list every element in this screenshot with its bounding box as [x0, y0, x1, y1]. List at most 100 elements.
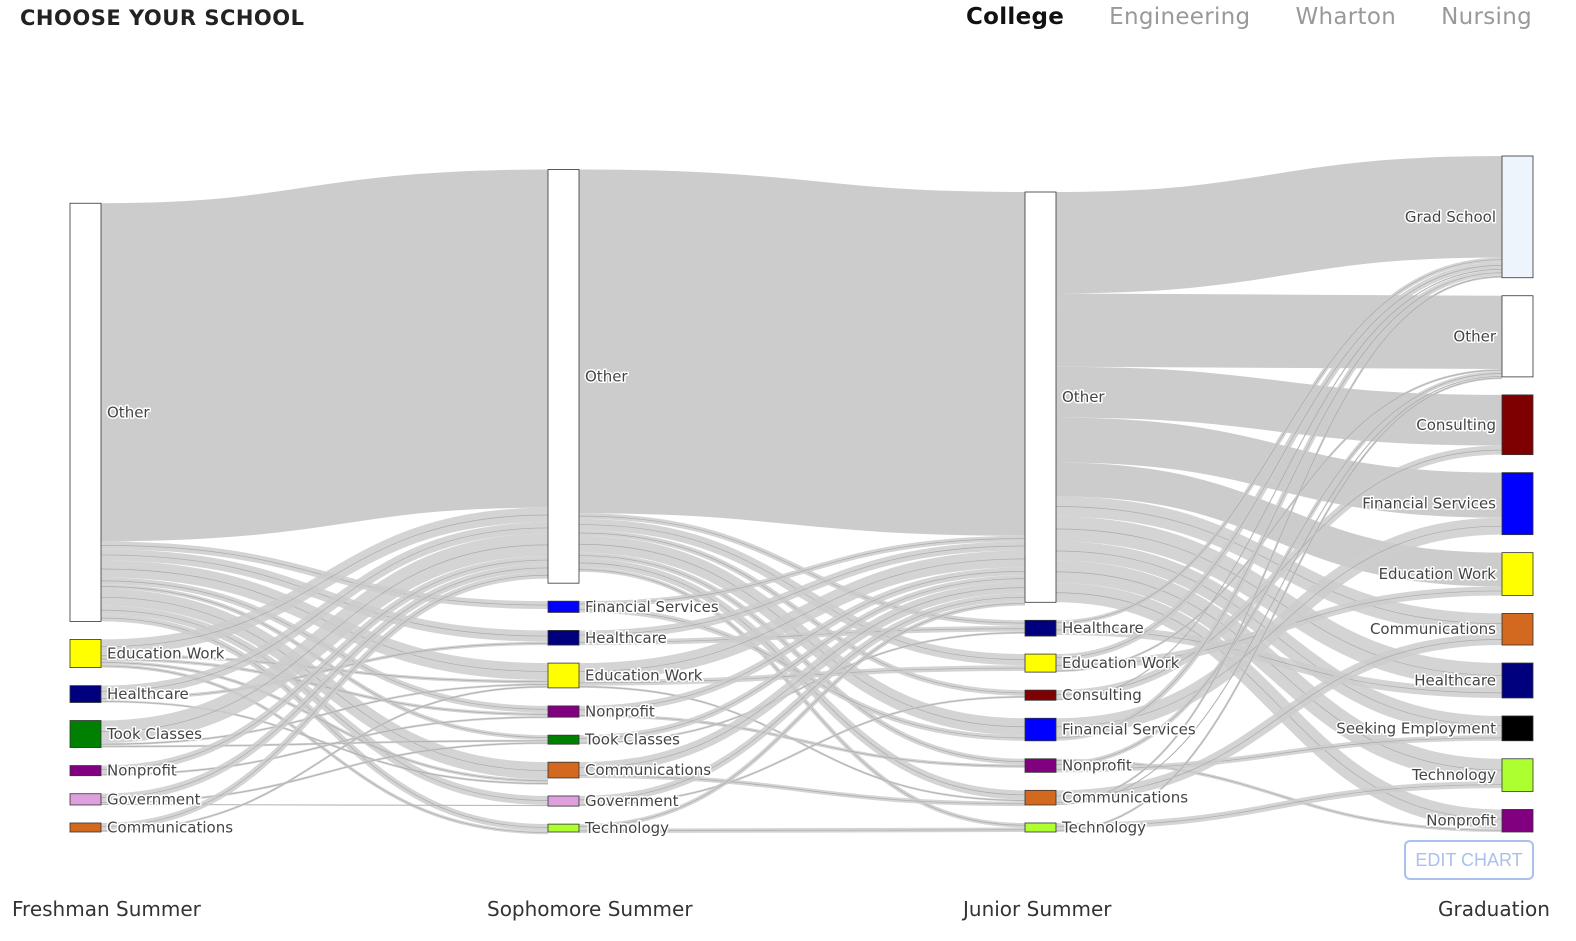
tab-engineering[interactable]: Engineering — [1109, 4, 1251, 30]
node-grad-school[interactable] — [1501, 155, 1534, 279]
node-label: Took Classes — [584, 731, 680, 749]
node-label: Technology — [1411, 766, 1496, 784]
flow-link-edge — [100, 567, 549, 799]
node-other[interactable] — [1501, 295, 1534, 378]
node-nonprofit[interactable] — [1501, 809, 1534, 833]
node-education-work[interactable] — [69, 639, 102, 669]
node-label: Other — [1453, 327, 1496, 345]
node-label: Consulting — [1416, 416, 1496, 434]
node-communications[interactable] — [69, 822, 102, 833]
node-label: Took Classes — [106, 725, 202, 743]
node-other[interactable] — [547, 169, 580, 584]
node-label: Healthcare — [1414, 671, 1496, 689]
flow-link-edge — [100, 574, 549, 827]
node-label: Education Work — [585, 666, 703, 684]
node-consulting[interactable] — [1024, 689, 1057, 701]
flow-link-edge — [578, 696, 1026, 806]
flow-link-edge — [1055, 629, 1503, 694]
flow-link-edge — [100, 740, 549, 747]
node-government[interactable] — [69, 793, 102, 806]
node-healthcare[interactable] — [1501, 662, 1534, 699]
flow-link-edge — [578, 596, 1026, 801]
tab-college[interactable]: College — [965, 4, 1065, 30]
node-education-work[interactable] — [1024, 653, 1057, 673]
flow-link-edge — [1055, 550, 1503, 726]
flow-link-edge — [1055, 571, 1503, 771]
node-took-classes[interactable] — [69, 720, 102, 748]
stage-label-junior-summer: Junior Summer — [963, 897, 1112, 921]
flow-link-edge — [100, 643, 549, 699]
flow-link-edge — [578, 715, 1026, 767]
node-communications[interactable] — [1024, 789, 1057, 806]
node-other[interactable] — [1024, 191, 1057, 603]
node-seeking-employment[interactable] — [1501, 715, 1534, 742]
node-label: Communications — [1062, 789, 1188, 807]
flow-link-edge — [1055, 272, 1503, 739]
node-consulting[interactable] — [1501, 394, 1534, 456]
node-technology[interactable] — [1501, 758, 1534, 792]
node-communications[interactable] — [1501, 613, 1534, 646]
tab-nursing[interactable]: Nursing — [1441, 4, 1532, 30]
node-label: Government — [585, 792, 679, 810]
node-communications[interactable] — [547, 761, 580, 779]
flow-link-edge — [578, 686, 1026, 801]
node-label: Education Work — [107, 645, 225, 663]
node-education-work[interactable] — [1501, 552, 1534, 596]
flow-link — [1055, 156, 1503, 294]
flow-link-edge — [1055, 760, 1503, 831]
flow-link-edge — [578, 545, 1026, 636]
tab-wharton[interactable]: Wharton — [1295, 4, 1397, 30]
node-label: Nonprofit — [585, 703, 655, 721]
flow-link — [1055, 462, 1503, 587]
flow-link-edge — [100, 527, 549, 692]
flow-link-edge — [100, 665, 549, 833]
node-label: Communications — [1370, 620, 1496, 638]
node-label: Communications — [107, 818, 233, 836]
node-healthcare[interactable] — [69, 685, 102, 703]
links-layer — [100, 156, 1503, 835]
flow-link-edge — [1055, 377, 1503, 832]
flow-link — [1055, 366, 1503, 446]
node-healthcare[interactable] — [547, 630, 580, 646]
school-tabs: College Engineering Wharton Nursing — [966, 4, 1532, 30]
node-other[interactable] — [69, 202, 102, 622]
node-technology[interactable] — [1024, 822, 1057, 833]
node-label: Healthcare — [1062, 619, 1144, 637]
flow-link-edge — [1055, 268, 1503, 701]
node-label: Nonprofit — [107, 762, 177, 780]
node-label: Other — [1062, 388, 1105, 406]
node-financial-services[interactable] — [1501, 472, 1534, 536]
node-government[interactable] — [547, 795, 580, 807]
node-financial-services[interactable] — [547, 600, 580, 613]
flow-link-edge — [1055, 639, 1503, 797]
node-label: Healthcare — [107, 685, 189, 703]
flow-link — [100, 169, 549, 542]
node-label: Grad School — [1405, 208, 1496, 226]
flow-link-edge — [578, 578, 1026, 739]
node-label: Technology — [584, 819, 669, 837]
flow-link-edge — [1055, 375, 1503, 805]
node-label: Financial Services — [1362, 495, 1496, 513]
flow-link-edge — [100, 742, 549, 804]
node-financial-services[interactable] — [1024, 717, 1057, 742]
node-nonprofit[interactable] — [547, 705, 580, 718]
flow-link-edge — [578, 775, 1026, 805]
nodes-layer — [69, 155, 1534, 833]
flow-link-edge — [578, 603, 1026, 827]
node-nonprofit[interactable] — [69, 765, 102, 777]
node-technology[interactable] — [547, 823, 580, 833]
node-nonprofit[interactable] — [1024, 758, 1057, 773]
stage-label-graduation: Graduation — [1438, 897, 1550, 921]
node-label: Healthcare — [585, 629, 667, 647]
flow-link-edge — [100, 716, 549, 775]
flow-link-edge — [1055, 276, 1503, 804]
flow-link-edge — [578, 538, 1026, 605]
page-title: CHOOSE YOUR SCHOOL — [20, 6, 305, 30]
flow-link-edge — [578, 628, 1026, 643]
flow-link-edge — [1055, 373, 1503, 765]
node-took-classes[interactable] — [547, 734, 580, 745]
edit-chart-button[interactable]: EDIT CHART — [1404, 840, 1534, 880]
node-education-work[interactable] — [547, 662, 580, 689]
node-label: Technology — [1061, 818, 1146, 836]
node-healthcare[interactable] — [1024, 619, 1057, 637]
